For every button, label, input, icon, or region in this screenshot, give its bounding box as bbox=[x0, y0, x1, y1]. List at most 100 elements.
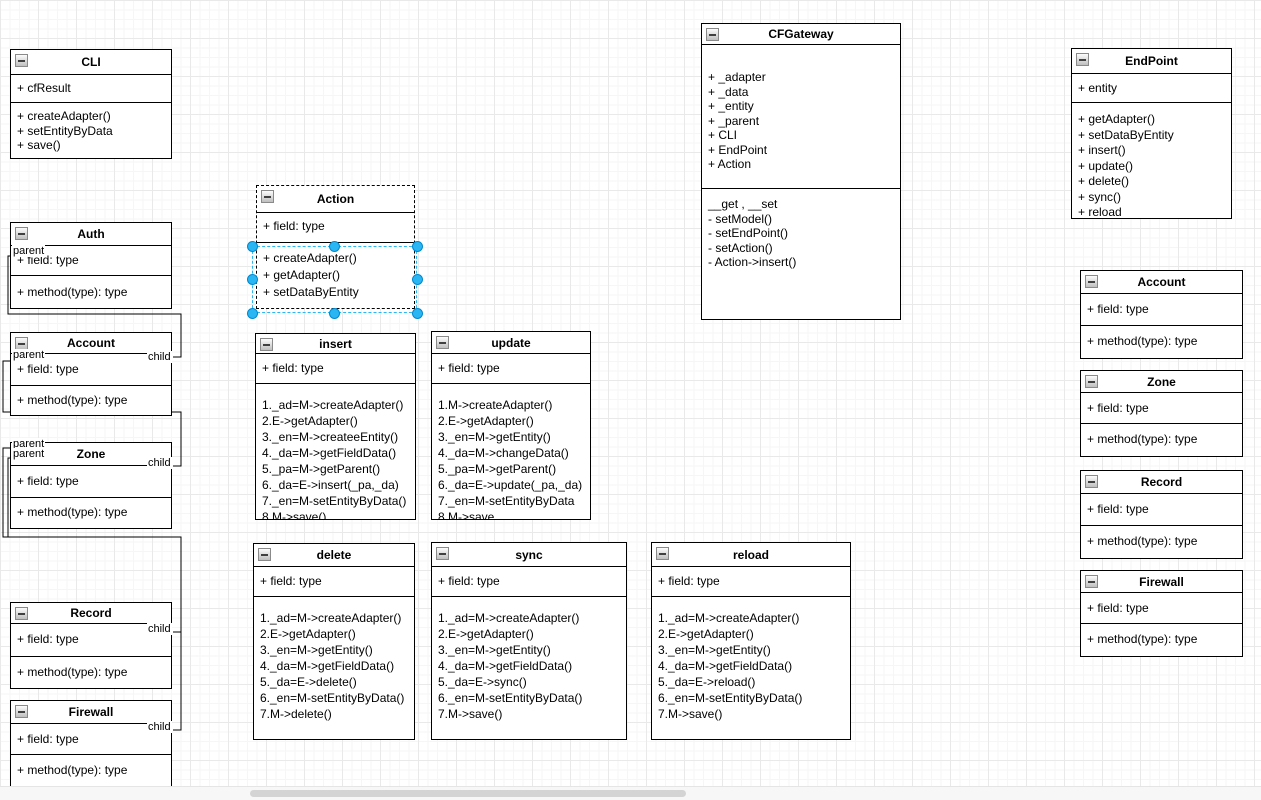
method-line: + method(type): type bbox=[17, 285, 128, 299]
attribute-line: + entity bbox=[1078, 81, 1118, 95]
method-line: 2.E->getAdapter() bbox=[658, 627, 754, 641]
collapse-icon[interactable] bbox=[15, 227, 28, 240]
attribute-line: + field: type bbox=[438, 574, 500, 588]
attribute-line: + field: type bbox=[1087, 302, 1149, 316]
method-line: 6._da=E->update(_pa,_da) bbox=[438, 478, 583, 492]
collapse-icon[interactable] bbox=[261, 190, 274, 203]
collapse-icon[interactable] bbox=[1085, 375, 1098, 388]
class-box-account-right[interactable]: Account+ field: type+ method(type): type bbox=[1080, 270, 1243, 359]
class-attrs-section: + cfResult bbox=[11, 75, 171, 103]
selection-handle[interactable] bbox=[411, 307, 423, 319]
class-title-bar: update bbox=[432, 332, 590, 354]
collapse-icon[interactable] bbox=[656, 547, 669, 560]
edge-label-parent: parent bbox=[12, 349, 46, 361]
method-line: __get , __set bbox=[708, 197, 778, 211]
method-line: + createAdapter() bbox=[263, 251, 357, 265]
class-title-bar: Account bbox=[1081, 271, 1242, 294]
class-title-bar: Firewall bbox=[11, 701, 171, 724]
collapse-icon[interactable] bbox=[15, 705, 28, 718]
attribute-line: + field: type bbox=[262, 361, 324, 375]
method-line: 5._pa=M->getParent() bbox=[262, 462, 381, 476]
class-methods-section: + method(type): type bbox=[11, 498, 171, 528]
method-line: - Action->insert() bbox=[708, 255, 797, 269]
selection-handle[interactable] bbox=[411, 240, 423, 252]
class-attrs-section: + field: type bbox=[11, 354, 171, 386]
method-line: 1._ad=M->createAdapter() bbox=[438, 611, 580, 625]
class-box-record-right[interactable]: Record+ field: type+ method(type): type bbox=[1080, 470, 1243, 559]
class-title-bar: Account bbox=[11, 333, 171, 354]
selection-handle[interactable] bbox=[246, 240, 258, 252]
method-line: + getAdapter() bbox=[1078, 112, 1156, 126]
class-title: insert bbox=[319, 336, 352, 351]
class-title-bar: EndPoint bbox=[1072, 49, 1231, 74]
selection-handle[interactable] bbox=[329, 307, 340, 319]
class-methods-section: + createAdapter()+ setEntityByData+ save… bbox=[11, 103, 171, 158]
collapse-icon[interactable] bbox=[1076, 53, 1089, 66]
method-line: 6._da=E->insert(_pa,_da) bbox=[262, 478, 399, 492]
collapse-icon[interactable] bbox=[436, 336, 449, 349]
collapse-icon[interactable] bbox=[15, 607, 28, 620]
method-line: + getAdapter() bbox=[263, 268, 341, 282]
method-line: + reload bbox=[1078, 205, 1122, 218]
collapse-icon[interactable] bbox=[258, 548, 271, 561]
selection-handle[interactable] bbox=[411, 274, 423, 285]
class-title: update bbox=[491, 335, 531, 350]
collapse-icon[interactable] bbox=[1085, 475, 1098, 488]
class-title: sync bbox=[515, 547, 543, 562]
class-methods-section: 1.M->createAdapter()2.E->getAdapter()3._… bbox=[432, 384, 590, 519]
class-attrs-section: + field: type bbox=[11, 466, 171, 498]
class-box-firewall-right[interactable]: Firewall+ field: type+ method(type): typ… bbox=[1080, 570, 1243, 657]
connector-edge-firewall-child-to-zone-parent[interactable] bbox=[7, 457, 182, 731]
class-box-firewall-left[interactable]: Firewall+ field: type+ method(type): typ… bbox=[10, 700, 172, 787]
method-line: - setEndPoint() bbox=[708, 226, 789, 240]
method-line: + method(type): type bbox=[17, 763, 128, 777]
class-title: Firewall bbox=[1139, 574, 1184, 589]
method-line: 3._en=M->getEntity() bbox=[260, 643, 373, 657]
selection-handle[interactable] bbox=[246, 307, 258, 319]
class-box-zone-right[interactable]: Zone+ field: type+ method(type): type bbox=[1080, 370, 1243, 457]
attribute-line: + _adapter bbox=[708, 70, 766, 84]
collapse-icon[interactable] bbox=[260, 338, 273, 351]
class-attrs-section: + field: type bbox=[432, 567, 626, 597]
selection-handle[interactable] bbox=[329, 240, 340, 252]
horizontal-scrollbar-thumb[interactable] bbox=[250, 790, 686, 797]
class-methods-section: + method(type): type bbox=[1081, 424, 1242, 456]
edge-label-child: child bbox=[147, 623, 172, 635]
method-line: 2.E->getAdapter() bbox=[438, 414, 534, 428]
class-methods-section: + createAdapter() + getAdapter() + setData… bbox=[257, 243, 414, 308]
method-line: + setDataByEntity bbox=[263, 285, 359, 299]
class-box-sync[interactable]: sync + field: type 1._ad=M->createAdapter(… bbox=[431, 542, 627, 740]
class-title: CFGateway bbox=[768, 27, 834, 41]
connector-edge-account-child-to-auth-parent[interactable] bbox=[7, 255, 182, 358]
class-box-auth[interactable]: Auth+ field: type+ method(type): type bbox=[10, 222, 172, 309]
class-box-endpoint[interactable]: EndPoint + entity + getAdapter()+ setDataB… bbox=[1071, 48, 1232, 219]
collapse-icon[interactable] bbox=[706, 28, 719, 41]
class-attrs-section: + field: type bbox=[254, 567, 414, 597]
collapse-icon[interactable] bbox=[15, 54, 28, 67]
attribute-line: + field: type bbox=[260, 574, 322, 588]
attribute-line: + CLI bbox=[708, 128, 738, 142]
attribute-line: + field: type bbox=[17, 474, 79, 488]
class-box-account-left[interactable]: Account+ field: type+ method(type): type bbox=[10, 332, 172, 416]
class-methods-section: + getAdapter()+ setDataByEntity+ insert(… bbox=[1072, 103, 1231, 218]
class-box-insert[interactable]: insert + field: type 1._ad=M->createAdapte… bbox=[255, 333, 416, 520]
method-line: 1._ad=M->createAdapter() bbox=[262, 398, 404, 412]
class-box-cfgateway[interactable]: CFGateway+ _adapter+ _data+ _entity+ _pa… bbox=[701, 23, 901, 320]
class-title: Auth bbox=[77, 227, 105, 241]
method-line: 1._ad=M->createAdapter() bbox=[260, 611, 402, 625]
class-box-record-left[interactable]: Record+ field: type+ method(type): type bbox=[10, 602, 172, 689]
method-line: + method(type): type bbox=[1087, 432, 1198, 446]
attribute-line: + _parent bbox=[708, 113, 760, 128]
method-line: 3._en=M->getEntity() bbox=[658, 643, 771, 657]
selection-handle[interactable] bbox=[246, 274, 258, 285]
method-line: + method(type): type bbox=[1087, 534, 1198, 548]
attribute-line: + field: type bbox=[17, 362, 79, 376]
collapse-icon[interactable] bbox=[436, 547, 449, 560]
collapse-icon[interactable] bbox=[1085, 275, 1098, 288]
class-box-cli[interactable]: CLI+ cfResult+ createAdapter()+ setEntit… bbox=[10, 49, 172, 159]
collapse-icon[interactable] bbox=[1085, 575, 1098, 588]
